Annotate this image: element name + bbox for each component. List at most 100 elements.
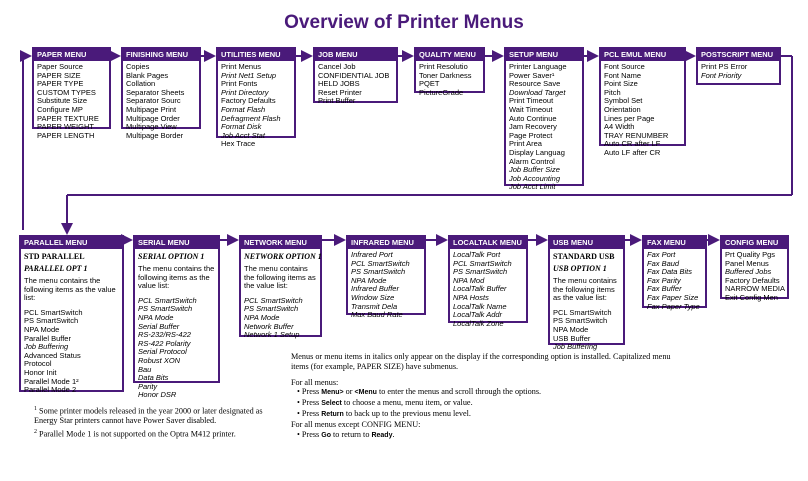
menu-description: The menu contains the following items as…	[138, 264, 215, 291]
menu-item: Format Flash	[221, 104, 266, 114]
menu-title: JOB MENU	[315, 49, 396, 61]
menu-item: Serial Protocol	[138, 347, 187, 357]
menu-item: Font Priority	[701, 70, 742, 80]
menu-item: Symbol Set	[604, 96, 643, 106]
menu-item: Paper Source	[37, 62, 83, 71]
menu-title: FAX MENU	[644, 237, 705, 249]
menu-item: Parallel Mode 2	[24, 385, 77, 395]
menu-item: LocalTalk Buffer	[453, 284, 507, 294]
note-bullet-return: • Press Return to back up to the previou…	[297, 408, 471, 418]
menu-item: Honor DSR	[138, 390, 177, 400]
menu-item: Print Directory	[221, 87, 269, 97]
footnote-1: 1 Some printer models released in the ye…	[34, 406, 263, 426]
menu-item: Parallel Buffer	[24, 333, 71, 343]
menu-item: Fax Buffer	[647, 284, 682, 294]
menu-title: SERIAL MENU	[135, 237, 218, 249]
menu-item: Fax Parity	[647, 275, 681, 285]
menu-item: Printer Language	[509, 62, 567, 71]
return-key-label: Return	[321, 410, 344, 418]
serial-menu-box: SERIAL MENU SERIAL OPTION 1 The menu con…	[133, 235, 220, 399]
menu-item: A4 Width	[604, 122, 635, 132]
menu-item: Power Saver¹	[509, 70, 555, 80]
menu-item: PS SmartSwitch	[138, 304, 193, 314]
menu-item: Prt Quality Pgs	[725, 250, 776, 259]
menu-item: PCL SmartSwitch	[351, 258, 410, 268]
menu-item: PAPER TYPE	[37, 79, 84, 89]
menu-item: PS SmartSwitch	[24, 316, 79, 326]
menu-item: Fax Paper Type	[647, 301, 700, 311]
menu-item: Infrared Buffer	[351, 284, 399, 294]
menu-subhead-option: SERIAL OPTION 1	[138, 252, 205, 261]
menu-item: Point Size	[604, 79, 638, 89]
menu-item: Page Protect	[509, 130, 553, 140]
all-menus-heading: For all menus:	[291, 377, 339, 387]
menu-item: PCL SmartSwitch	[453, 258, 512, 268]
menu-item: Multipage Border	[126, 130, 184, 140]
menu-item: Substitute Size	[37, 96, 88, 106]
menu-item: HELD JOBS	[318, 79, 360, 89]
menu-item: PAPER SIZE	[37, 70, 81, 80]
menu-item: Pitch	[604, 87, 621, 97]
footnote-2: 2 Parallel Mode 1 is not supported on th…	[34, 428, 236, 439]
menu-title: SETUP MENU	[506, 49, 582, 61]
note-bullet-go: • Press Go to return to Ready.	[297, 429, 395, 439]
menu-subhead-option: NETWORK OPTION 1	[244, 252, 322, 261]
menu-item: NPA Mode	[351, 275, 387, 285]
menu-item: Separator Sourc	[126, 96, 181, 106]
italics-note: Menus or menu items in italics only appe…	[291, 352, 671, 371]
menu-item: PCL SmartSwitch	[138, 295, 197, 305]
menu-item: Infrared Port	[351, 250, 393, 259]
menu-item: Print Buffer	[318, 96, 356, 106]
menu-item: Data Bits	[138, 373, 169, 383]
menu-item: Reset Printer	[318, 87, 362, 97]
network-menu-box: NETWORK MENU NETWORK OPTION 1 The menu c…	[239, 235, 322, 340]
menu-item: NPA Mode	[24, 324, 60, 334]
menu-description: The menu contains the following items as…	[24, 276, 116, 303]
page-title: Overview of Printer Menus	[284, 12, 524, 33]
menu-item: Buffered Jobs	[725, 267, 772, 277]
menu-item: Network Buffer	[244, 321, 294, 331]
menu-item: PCL SmartSwitch	[244, 295, 303, 305]
menu-key-label: Menu>	[321, 389, 344, 397]
menu-subhead: STD PARALLEL	[24, 252, 85, 261]
menu-item: Advanced Status	[24, 350, 81, 360]
menu-item: Separator Sheets	[126, 87, 185, 97]
menu-item: NPA Mode	[244, 312, 280, 322]
menu-item: RS-232/RS-422	[138, 330, 191, 340]
menu-item: Fax Paper Size	[647, 292, 699, 302]
menu-item: Multipage Order	[126, 113, 180, 123]
menu-item: Job Buffer Size	[509, 165, 560, 175]
menu-title: QUALITY MENU	[416, 49, 483, 61]
menu-item: LocalTalk Name	[453, 301, 507, 311]
menu-item: Auto CR after LF	[604, 139, 661, 149]
menu-item: NPA Hosts	[453, 292, 489, 302]
menu-item: Format Disk	[221, 122, 262, 132]
menu-subhead: STANDARD USB	[553, 252, 615, 261]
usb-menu-box: USB MENU STANDARD USB USB OPTION 1 The m…	[548, 235, 625, 351]
menu-description: The menu contains the following items as…	[553, 276, 617, 303]
menu-item: Protocol	[24, 359, 52, 369]
menu-item: Factory Defaults	[221, 96, 276, 106]
menu-item: Blank Pages	[126, 70, 169, 80]
menu-item: Fax Baud	[647, 258, 680, 268]
note-bullet-select: • Press Select to choose a menu, menu it…	[297, 398, 473, 408]
menu-item: Print Net1 Setup	[221, 70, 277, 80]
menu-item: PS SmartSwitch	[553, 316, 608, 326]
menu-item: Multipage Print	[126, 104, 177, 114]
menu-key-label: <Menu	[354, 389, 377, 397]
menu-item: PCL SmartSwitch	[553, 307, 612, 317]
menu-title: FINISHING MENU	[123, 49, 199, 61]
menu-item: Job Acct Limit	[509, 182, 556, 192]
menu-item: Hex Trace	[221, 139, 256, 149]
